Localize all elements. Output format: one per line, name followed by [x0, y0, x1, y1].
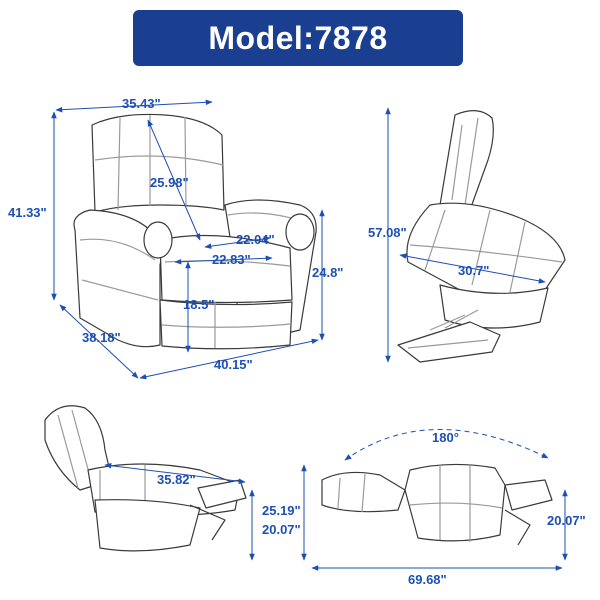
front-width-label: 40.15" — [214, 357, 253, 372]
lift-height-label: 57.08" — [368, 225, 407, 240]
full-recline-angle-label: 180° — [432, 430, 459, 445]
front-view-chair — [73, 113, 317, 350]
full-recline-footrest-height-label: 20.07" — [547, 513, 586, 528]
model-banner: Model:7878 — [133, 10, 463, 66]
full-recline-height-label: 25.19" — [262, 503, 301, 518]
front-height-label: 41.33" — [8, 205, 47, 220]
front-arm-height-label: 24.8" — [312, 265, 344, 280]
front-seat-height-label: 18.5" — [183, 297, 215, 312]
front-back-height-label: 25.98" — [150, 175, 189, 190]
full-recline-length-label: 69.68" — [408, 572, 447, 587]
model-title: Model:7878 — [208, 19, 388, 56]
front-seat-depth-label: 22.04" — [236, 232, 275, 247]
recline-footrest-height-label: 20.07" — [262, 522, 301, 537]
lift-seat-tilt-label: 30.7" — [458, 263, 490, 278]
recline-length-label: 35.82" — [157, 472, 196, 487]
full-recline-view-chair — [321, 463, 553, 546]
recline-view-dimensions — [104, 462, 255, 561]
front-seat-width-label: 22.83" — [212, 252, 251, 267]
full-recline-view-dimensions — [301, 429, 568, 571]
lift-view-dimensions — [385, 107, 546, 363]
front-depth-label: 38.18" — [82, 330, 121, 345]
front-top-width-label: 35.43" — [122, 96, 161, 111]
lift-view-chair — [397, 110, 566, 363]
front-view-dimensions — [51, 99, 325, 380]
